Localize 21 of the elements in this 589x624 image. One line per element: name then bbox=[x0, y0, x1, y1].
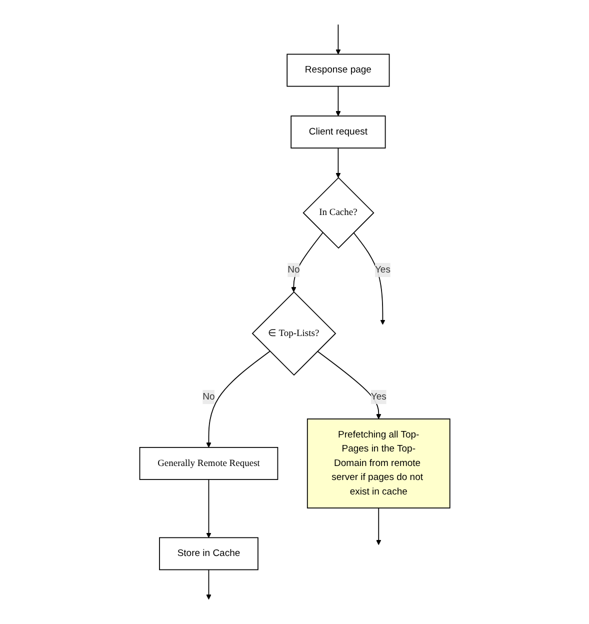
arrow bbox=[335, 86, 340, 116]
node-box: Store in Cache bbox=[158, 537, 258, 570]
arrow bbox=[335, 148, 340, 178]
arrow bbox=[335, 24, 340, 54]
arrow bbox=[206, 479, 212, 538]
edge-label: No bbox=[202, 392, 214, 402]
arrow bbox=[206, 350, 270, 448]
node-diamond: In Cache? bbox=[302, 177, 374, 249]
edge-label: No bbox=[287, 264, 300, 275]
arrow bbox=[290, 232, 323, 292]
arrow bbox=[376, 508, 381, 546]
edge-label: Yes bbox=[374, 264, 390, 275]
node-box: Prefetching all Top-Pages in the Top-Domain from remote server if pages do not exist in cache bbox=[306, 418, 450, 508]
arrow bbox=[206, 569, 212, 600]
arrow bbox=[316, 350, 381, 420]
node-box: Client request bbox=[290, 116, 386, 148]
arrow bbox=[352, 232, 385, 325]
node-diamond: ∈ Top-Lists? bbox=[252, 291, 336, 376]
node-box: Generally Remote Request bbox=[139, 447, 278, 480]
edge-label: Yes bbox=[370, 392, 386, 402]
node-box: Response page bbox=[286, 54, 390, 87]
